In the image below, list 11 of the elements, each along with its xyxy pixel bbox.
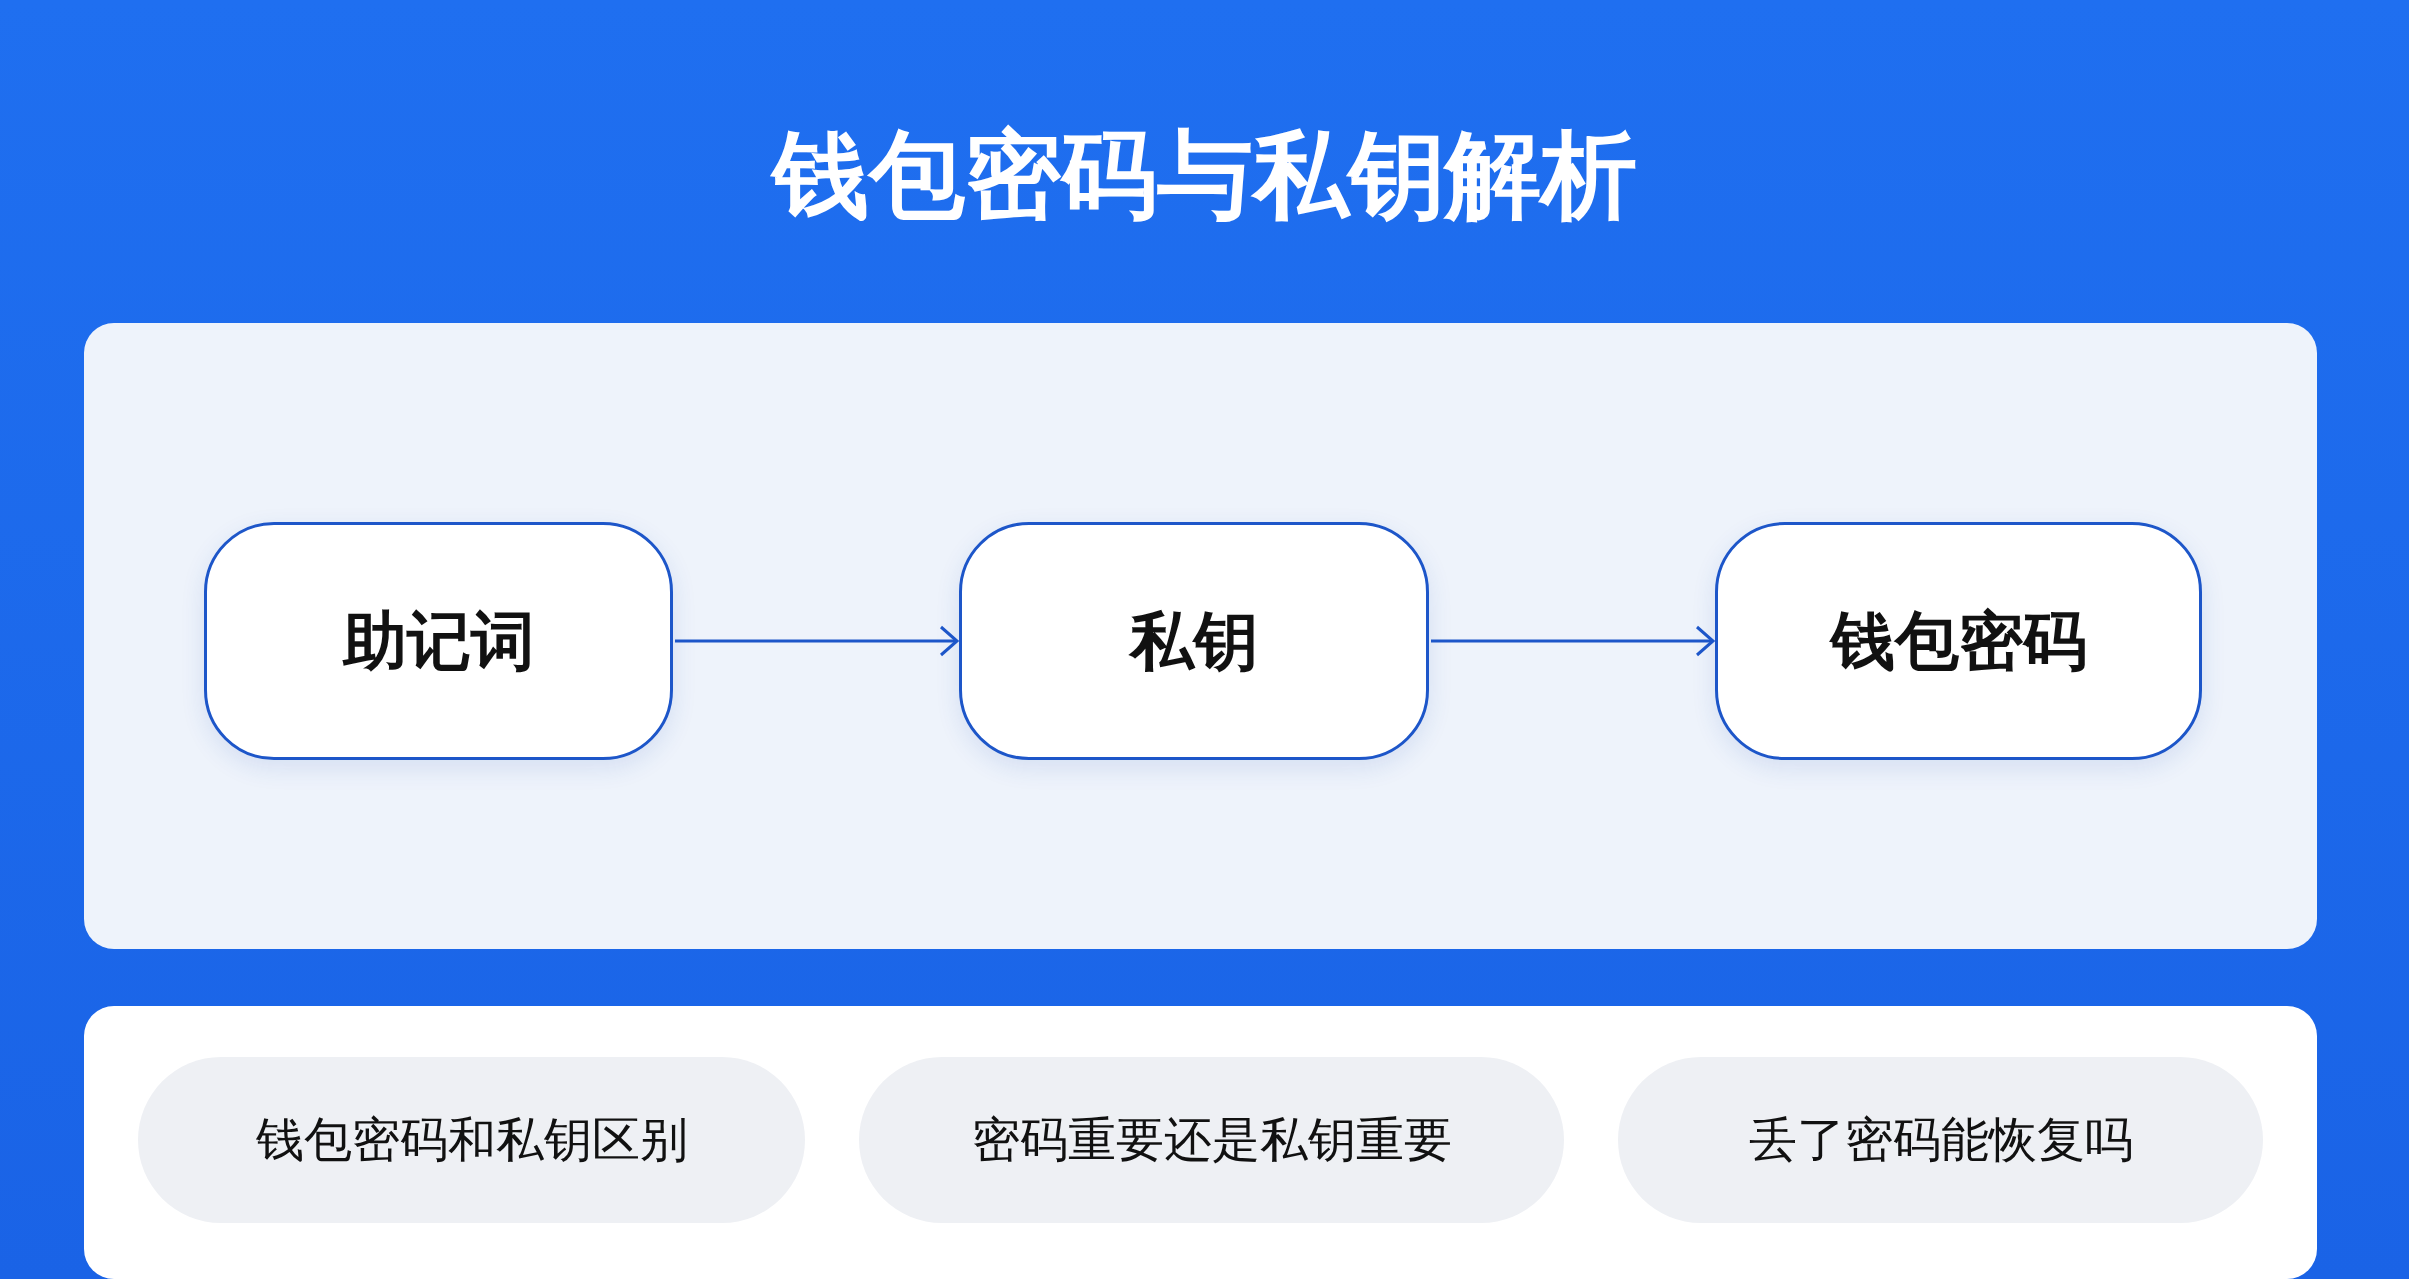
- card-background: [84, 1006, 2317, 1279]
- tag-pill: 丢了密码能恢复吗: [1618, 1057, 2263, 1223]
- process-box: 私钥: [959, 522, 1429, 760]
- arrow: [675, 625, 959, 657]
- arrow: [1431, 625, 1715, 657]
- title: 钱包密码与私钥解析: [769, 118, 1638, 233]
- tag-pill: 钱包密码和私钥区别: [138, 1057, 805, 1223]
- process-box: 助记词: [204, 522, 673, 760]
- process-box: 钱包密码: [1715, 522, 2202, 760]
- tag-pill: 密码重要还是私钥重要: [859, 1057, 1564, 1223]
- card-background: [84, 323, 2317, 949]
